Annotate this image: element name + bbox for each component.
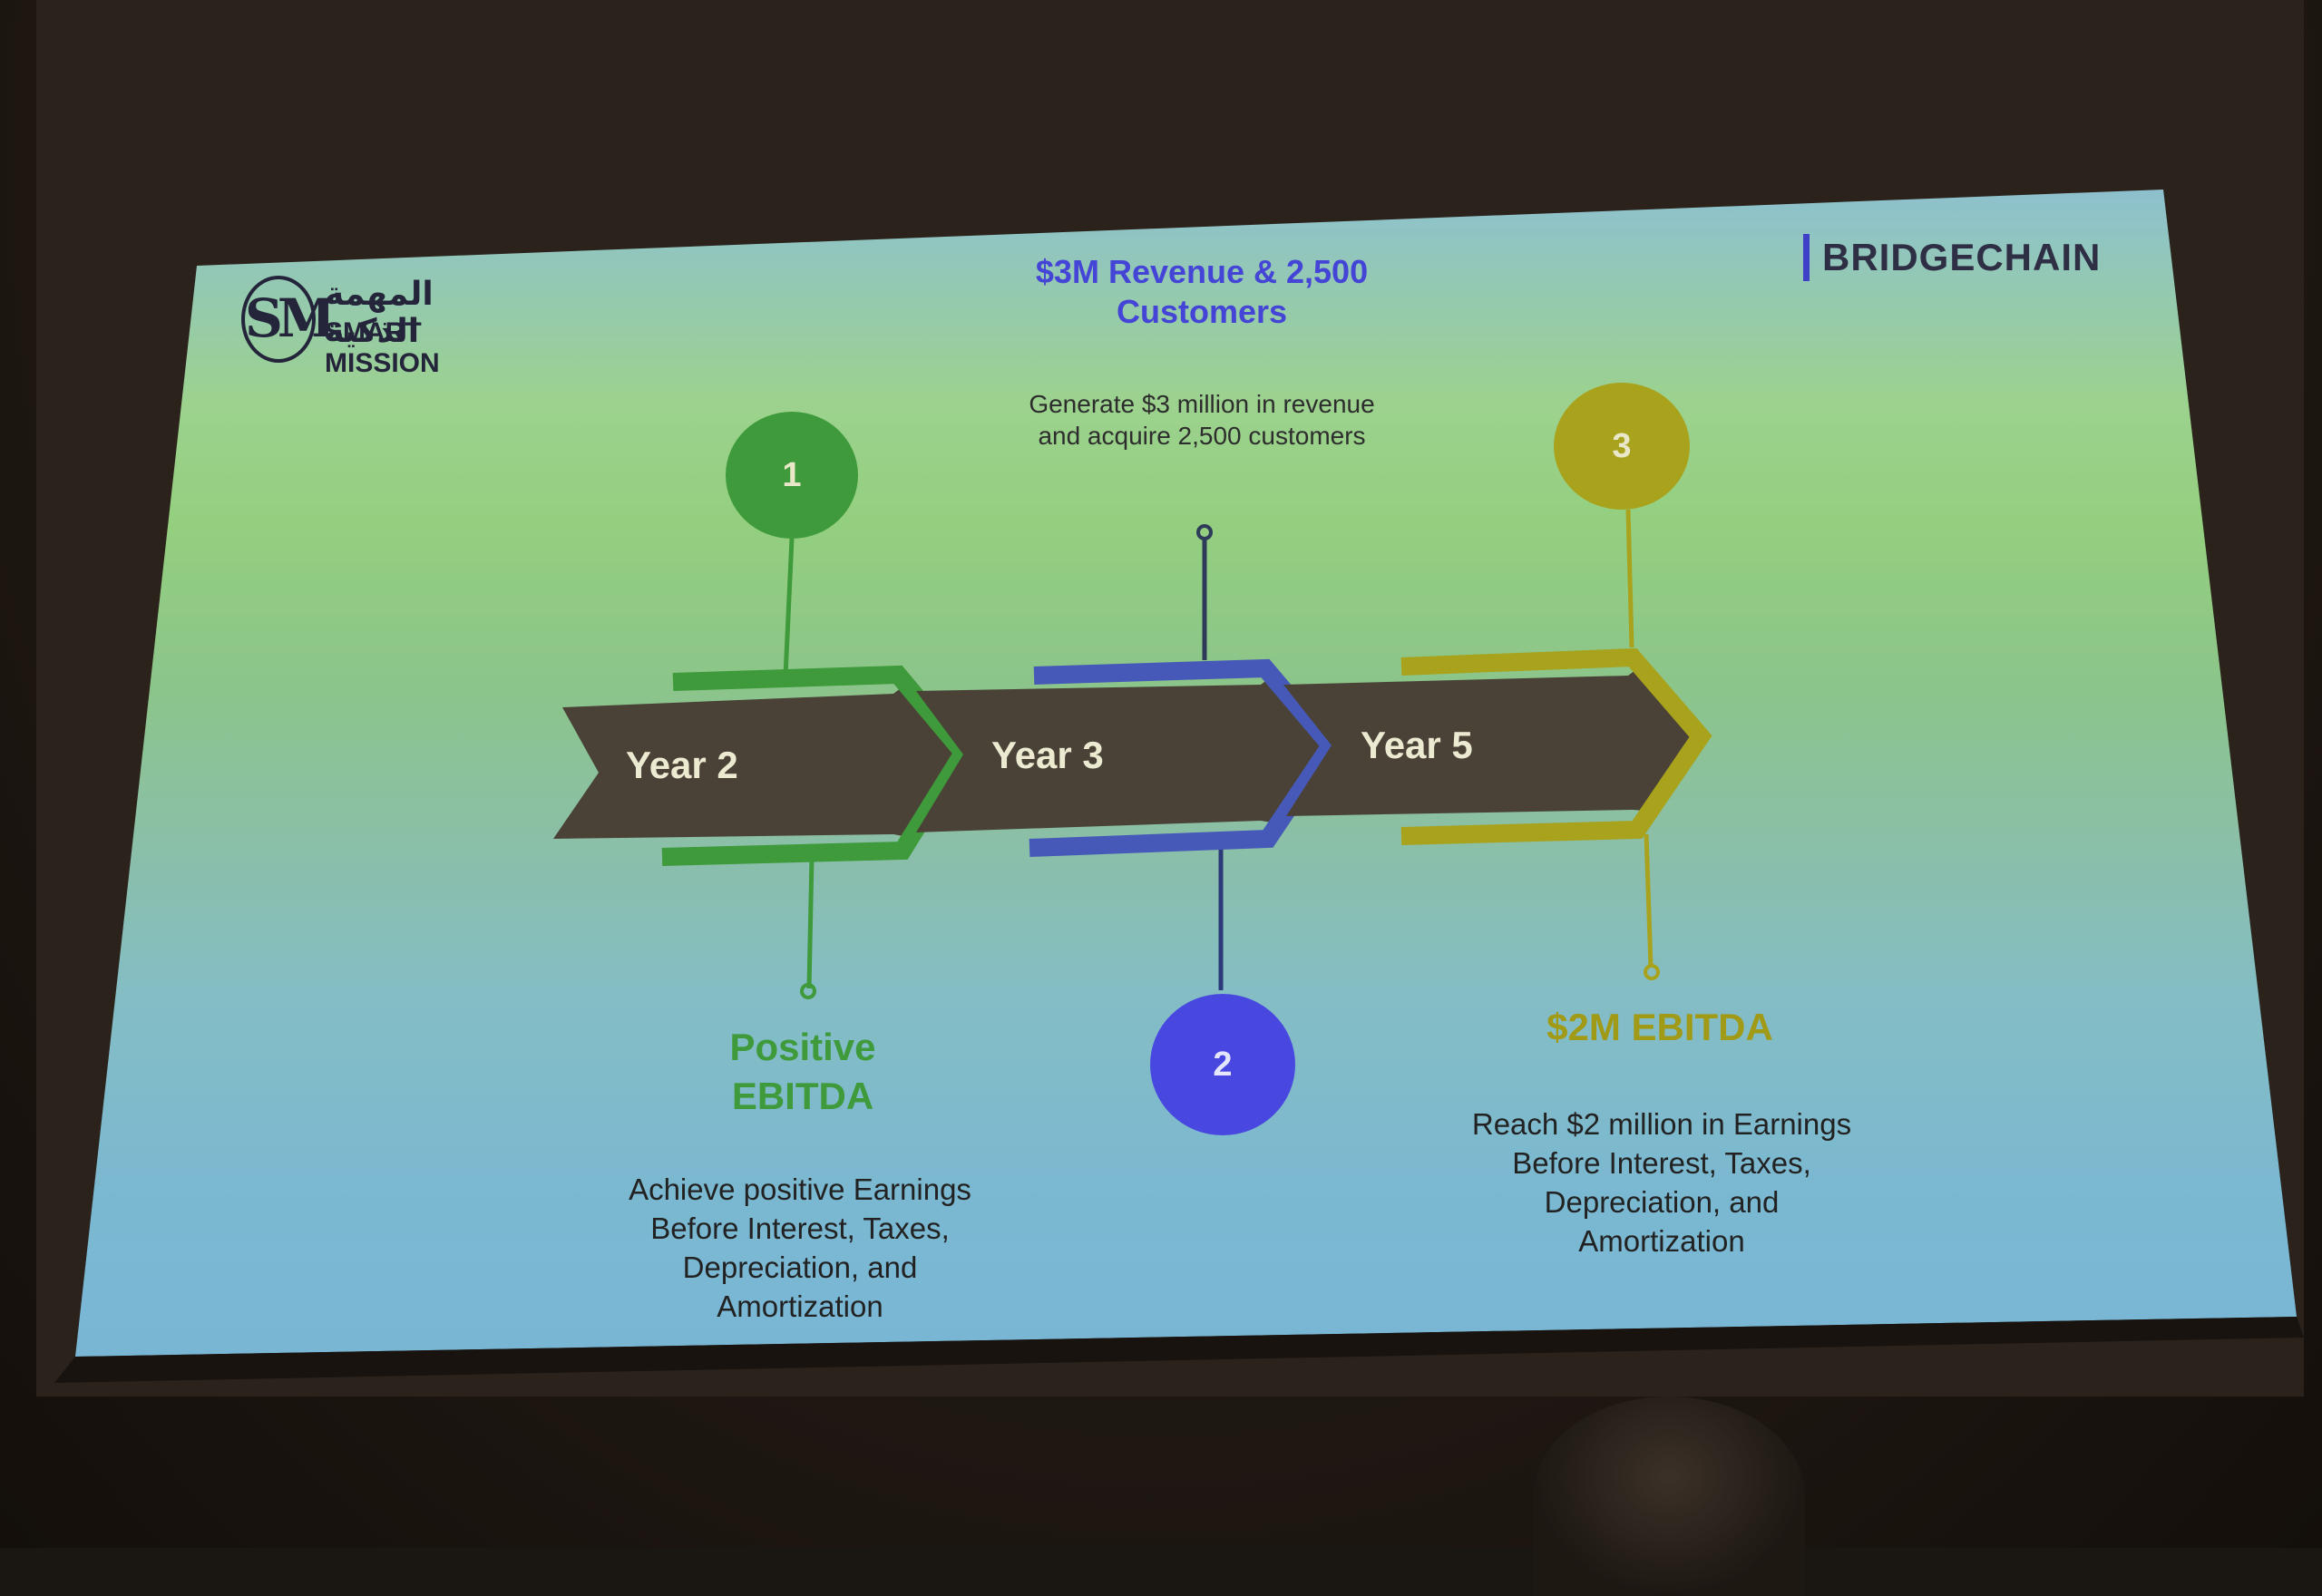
connector-line-1-bottom: [806, 856, 815, 989]
arrow-year-3-outline: [1029, 658, 1342, 857]
milestone-3-title: $2M EBITDA: [1546, 1006, 1773, 1048]
smart-mission-english-name: SMART MISSION: [325, 317, 440, 378]
milestone-1-circle: 1: [726, 412, 858, 539]
connector-dot-3: [1644, 964, 1660, 980]
arrow-year-5-outline: [1400, 647, 1712, 845]
timeline-graphic: [553, 509, 1712, 999]
milestone-3-circle: 3: [1554, 383, 1690, 510]
arrow-year-2-shape: [553, 680, 961, 839]
connector-dot-1: [800, 983, 816, 999]
milestone-2-circle: 2: [1150, 994, 1295, 1135]
arrow-year-5-shape: [1283, 662, 1699, 816]
connector-line-1-top: [783, 538, 795, 676]
connector-line-3-top: [1625, 509, 1634, 648]
smart-mission-arabic-name: المهمة الذكية: [325, 276, 434, 350]
milestone-1-description: Achieve positive Earnings Before Interes…: [629, 1173, 971, 1323]
milestone-2-description: Generate $3 million in revenue and acqui…: [1029, 390, 1375, 450]
arrow-label-year-3: Year 3: [991, 734, 1104, 776]
arrow-label-year-2: Year 2: [626, 744, 738, 786]
arrow-label-year-5: Year 5: [1361, 724, 1473, 766]
arrow-year-3-shape: [916, 671, 1329, 832]
slide: SM المهمة الذكية SMART MISSION BRIDGECHA…: [75, 190, 2297, 1357]
connector-dot-2: [1196, 524, 1213, 540]
audience-head: [1533, 1396, 1805, 1596]
milestone-2-title: $3M Revenue & 2,500 Customers: [1035, 253, 1369, 330]
bridgechain-logo: BRIDGECHAIN: [1803, 234, 2101, 281]
smart-mission-logo: SM المهمة الذكية SMART MISSION: [241, 272, 532, 378]
connector-line-3-bottom: [1644, 833, 1654, 968]
milestone-1-title: Positive EBITDA: [729, 1026, 876, 1117]
milestone-3-description: Reach $2 million in Earnings Before Inte…: [1471, 1107, 1852, 1258]
